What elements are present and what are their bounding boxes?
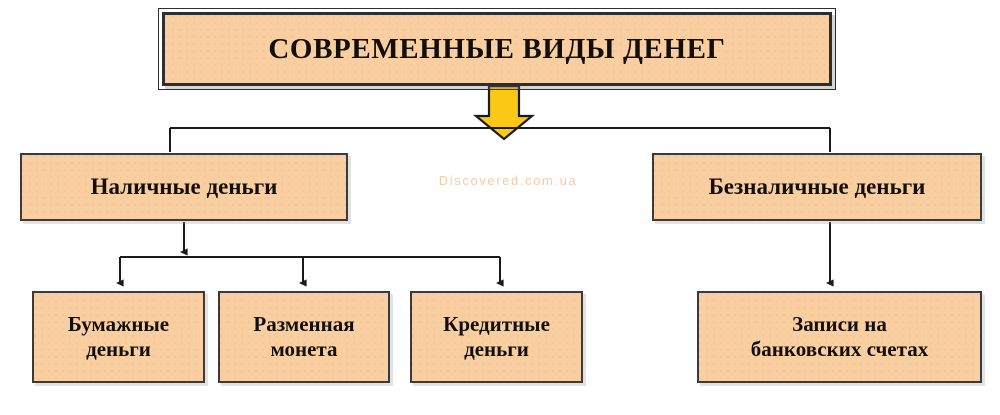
node-small-coin[interactable]: Разменная монета xyxy=(218,291,390,383)
title-down-arrow-icon xyxy=(472,84,536,141)
node-paper-money[interactable]: Бумажные деньги xyxy=(32,291,205,383)
node-modern-money[interactable]: СОВРЕМЕННЫЕ ВИДЫ ДЕНЕГ xyxy=(158,8,836,90)
node-cash[interactable]: Наличные деньги xyxy=(20,153,348,221)
node-credit-money-label: Кредитные деньги xyxy=(443,312,550,361)
edge-title-to-level2 xyxy=(169,127,831,152)
node-paper-money-label: Бумажные деньги xyxy=(67,312,170,361)
node-bank-account-records[interactable]: Записи на банковских счетах xyxy=(697,291,982,383)
watermark: Discovered.com.ua xyxy=(438,173,578,188)
node-cash-label: Наличные деньги xyxy=(90,174,278,200)
node-non-cash[interactable]: Безналичные деньги xyxy=(652,153,982,221)
node-small-coin-label: Разменная монета xyxy=(253,312,355,361)
node-bank-account-records-label: Записи на банковских счетах xyxy=(750,312,929,361)
edge-cash-to-children xyxy=(115,222,504,287)
node-credit-money[interactable]: Кредитные деньги xyxy=(410,291,583,383)
node-non-cash-label: Безналичные деньги xyxy=(708,174,926,200)
node-modern-money-label: СОВРЕМЕННЫЕ ВИДЫ ДЕНЕГ xyxy=(268,32,726,65)
